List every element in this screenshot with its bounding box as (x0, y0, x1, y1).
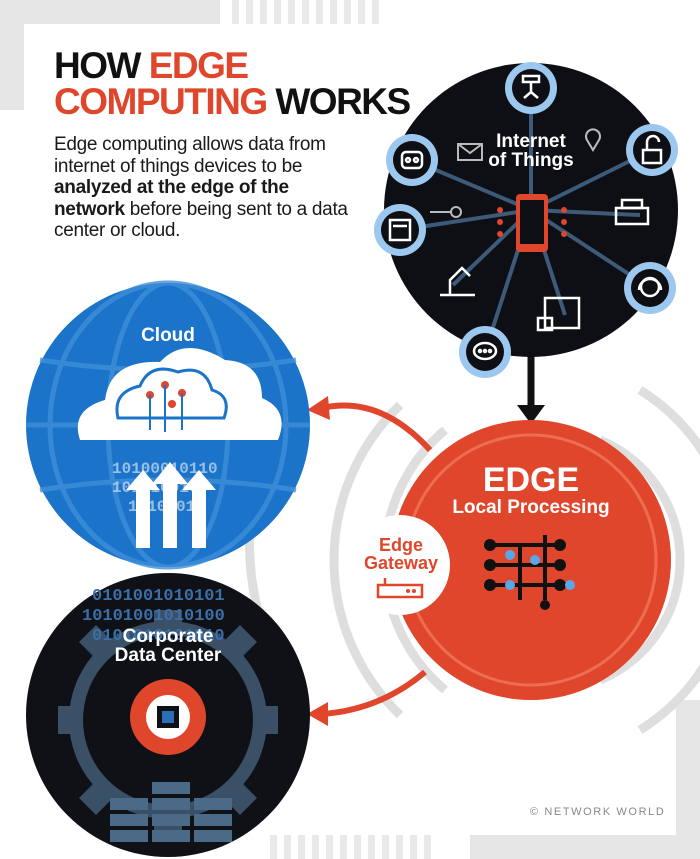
datacenter-label: Corporate Data Center (98, 627, 238, 665)
printer-icon (614, 198, 650, 226)
dc-binary-row-2: 10101001010100 (82, 607, 225, 626)
location-pin-icon (585, 128, 601, 152)
media-gallery-icon (536, 296, 581, 332)
server-rack-icon (110, 782, 232, 842)
edge-label: EDGE (482, 461, 580, 499)
gateway-label-line1: Edge (378, 535, 423, 555)
robot-arm-icon (521, 74, 541, 99)
edge-to-cloud-arrow (321, 402, 433, 453)
title-line2-accent: COMPUTING (54, 81, 268, 122)
tablet-icon (388, 218, 412, 242)
gateway-badge (350, 515, 450, 615)
circuit-tree-icon (490, 535, 560, 600)
gateway-label: Edge Gateway (355, 536, 447, 572)
industrial-robot-icon (440, 266, 475, 297)
iot-label-line2: of Things (488, 150, 574, 171)
cloud-icon (77, 347, 282, 440)
headset-bot-icon (637, 276, 663, 298)
cloud-binary-row-1: 10100010110 (112, 460, 218, 478)
cloud-binary-row-3: 10101010 (128, 498, 205, 516)
iot-device-icons (374, 62, 678, 378)
router-icon (376, 578, 424, 599)
cloud-binary: 10100010110 1010100100 10101010 (112, 460, 218, 516)
flow-arrows (307, 355, 545, 726)
intro-part2: before being sent to a data center or cl… (54, 198, 348, 242)
copyright-notice: © NETWORK WORLD (530, 806, 666, 818)
padlock-icon (641, 134, 663, 165)
intro-paragraph: Edge computing allows data from internet… (54, 134, 364, 242)
edge-sublabel: Local Processing (452, 497, 610, 518)
edge-to-datacenter-arrow (321, 669, 427, 717)
title-line1-accent: EDGE (148, 45, 249, 86)
iot-label: Internet of Things (471, 132, 591, 170)
intro-bold: analyzed at the edge of the network (54, 177, 289, 220)
cloud-binary-row-2: 1010100100 (112, 479, 208, 497)
robot-icon (400, 150, 424, 170)
upload-arrows-icon (126, 462, 216, 548)
datacenter-label-line1: Corporate (122, 626, 214, 647)
dc-binary-row-1: 0101001010101 (92, 587, 225, 606)
gateway-label-line2: Gateway (363, 553, 439, 573)
datacenter-node (26, 573, 310, 857)
dc-binary-row-3: 0101010101010 (92, 627, 225, 646)
gear-chip-icon (130, 679, 206, 755)
smartphone-icon (497, 194, 567, 252)
email-icon (457, 143, 483, 161)
edge-node (350, 420, 671, 700)
title-line2-plain: WORKS (266, 81, 411, 122)
iot-label-line1: Internet (496, 131, 566, 152)
key-icon (430, 206, 462, 218)
cloud-label: Cloud (141, 325, 195, 346)
title-line1-plain: HOW (54, 45, 149, 86)
cloud-node (26, 280, 310, 570)
iot-node (374, 62, 678, 378)
datacenter-binary: 0101001010101 10101001010100 01010101010… (82, 587, 225, 646)
intro-part1: Edge computing allows data from internet… (54, 134, 326, 177)
datacenter-label-line2: Data Center (114, 645, 222, 666)
chat-bubble-icon (472, 341, 498, 361)
page-title: HOW EDGE COMPUTING WORKS (54, 45, 411, 122)
